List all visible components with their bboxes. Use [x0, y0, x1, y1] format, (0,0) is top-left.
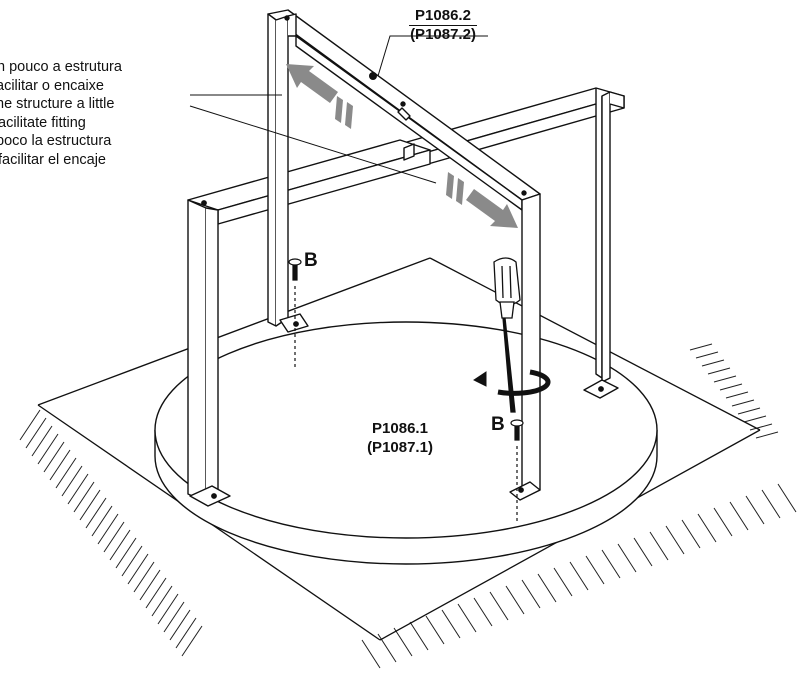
note-line-pt-1: n pouco a estrutura: [0, 59, 122, 75]
base-part-alt-code: (P1087.1): [367, 439, 433, 456]
top-part-code: P1086.2: [409, 7, 477, 26]
screw-label-left: B: [304, 250, 318, 271]
top-frame: [267, 9, 541, 501]
arrow-upper-left-icon: [286, 64, 338, 103]
hatch-left: [19, 409, 203, 657]
hatch-right: [689, 343, 779, 439]
note-line-pt-2: acilitar o encaixe: [0, 77, 104, 94]
screw-label-right: B: [491, 414, 505, 435]
base-part-label: P1086.1 (P1087.1): [340, 419, 460, 457]
floor-hatching: [19, 343, 797, 669]
note-line-es-1: poco la estructura: [0, 133, 112, 149]
rotate-arrow-icon: [473, 369, 551, 396]
hatch-bottom: [361, 483, 797, 669]
screw-left: [288, 258, 302, 368]
screw-right: [510, 419, 524, 522]
note-line-es-2: facilitar el encaje: [0, 151, 106, 168]
top-part-label: P1086.2 (P1087.2): [388, 7, 498, 44]
base-part-code: P1086.1: [372, 420, 428, 437]
instruction-note: n pouco a estrutura acilitar o encaixe h…: [0, 58, 200, 169]
note-line-en-2: acilitate fitting: [0, 114, 86, 131]
arrow-lower-right-icon: [466, 189, 518, 228]
push-arrows: [286, 64, 518, 228]
top-part-alt-code: (P1087.2): [410, 26, 476, 43]
leader-lines: [189, 35, 488, 184]
note-line-en-1: he structure a little: [0, 96, 115, 112]
screwdriver-icon: [493, 257, 521, 413]
